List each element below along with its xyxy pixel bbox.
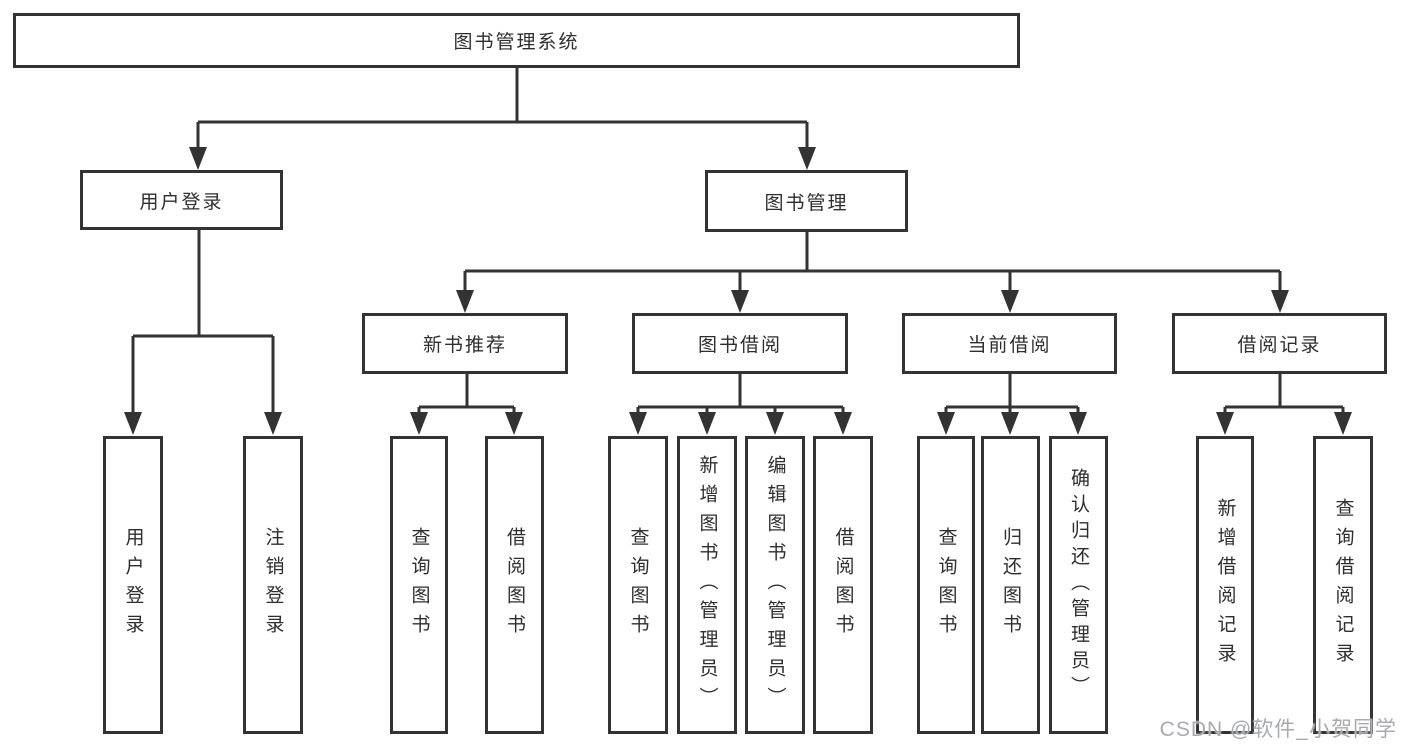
leaf-user-login: 用户登录 xyxy=(103,436,163,734)
leaf-borrow-books-borrowing: 借阅图书 xyxy=(813,436,873,734)
leaf-query-borrow-record: 查询借阅记录 xyxy=(1313,436,1373,734)
csdn-watermark: CSDN @软件_小贺同学 xyxy=(1159,718,1397,741)
arrow-icon xyxy=(124,412,142,435)
leaf-query-books-recommend: 查询图书 xyxy=(390,436,448,734)
arrow-icon xyxy=(505,412,523,435)
leaf-edit-book-admin: 编辑图书（管理员） xyxy=(745,436,805,734)
leaf-add-book-admin: 新增图书（管理员） xyxy=(677,436,737,734)
arrow-icon xyxy=(698,412,716,435)
arrow-icon xyxy=(1271,290,1289,313)
arrow-icon xyxy=(629,412,647,435)
node-new-book-recommend: 新书推荐 xyxy=(362,313,568,374)
arrowheads xyxy=(124,147,1352,435)
arrow-icon xyxy=(1216,412,1234,435)
node-borrowing-records: 借阅记录 xyxy=(1172,313,1387,374)
arrow-icon xyxy=(834,412,852,435)
arrow-icon xyxy=(456,290,474,313)
node-root-system: 图书管理系统 xyxy=(13,13,1020,68)
arrow-icon xyxy=(798,147,816,170)
arrow-icon xyxy=(1069,412,1087,435)
leaf-add-borrow-record: 新增借阅记录 xyxy=(1196,436,1254,734)
leaf-borrow-books-recommend: 借阅图书 xyxy=(485,436,544,734)
node-book-borrowing: 图书借阅 xyxy=(632,313,848,374)
arrow-icon xyxy=(1001,412,1019,435)
node-book-management: 图书管理 xyxy=(705,170,908,232)
arrow-icon xyxy=(731,290,749,313)
leaf-logout: 注销登录 xyxy=(243,436,303,734)
leaf-return-books: 归还图书 xyxy=(981,436,1040,734)
arrow-icon xyxy=(1334,412,1352,435)
arrow-icon xyxy=(410,412,428,435)
node-user-login: 用户登录 xyxy=(80,170,283,230)
leaf-query-books-borrowing: 查询图书 xyxy=(608,436,668,734)
leaf-query-books-current: 查询图书 xyxy=(917,436,975,734)
node-current-borrowing: 当前借阅 xyxy=(902,313,1117,374)
arrow-icon xyxy=(1001,290,1019,313)
arrow-icon xyxy=(189,147,207,170)
arrow-icon xyxy=(766,412,784,435)
arrow-icon xyxy=(264,412,282,435)
arrow-icon xyxy=(937,412,955,435)
leaf-confirm-return-admin: 确认归还（管理员） xyxy=(1049,436,1108,734)
